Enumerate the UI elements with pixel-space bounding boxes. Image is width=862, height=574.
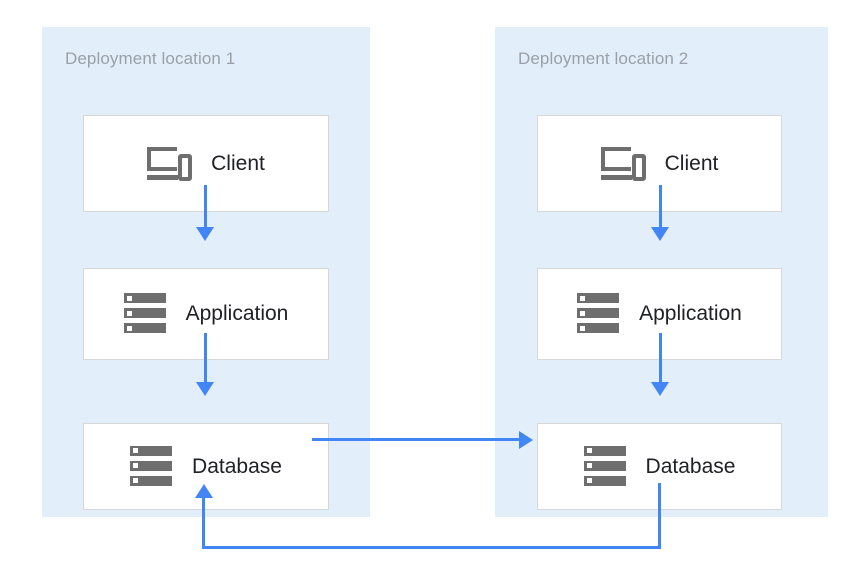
connector-client1-application1-line	[204, 185, 207, 228]
connector-database1-database2-arrowhead	[519, 431, 533, 449]
node-label-application-2: Application	[639, 302, 742, 325]
client-devices-icon	[600, 146, 647, 182]
connector-database2-database1-segment-up	[202, 497, 205, 549]
connector-application2-database2-arrowhead	[651, 382, 669, 396]
deployment-location-1-panel: Deployment location 1 Client Application…	[42, 27, 370, 517]
connector-client1-application1-arrowhead	[196, 227, 214, 241]
server-rack-icon	[123, 293, 168, 335]
node-application-2[interactable]: Application	[537, 268, 782, 360]
panel-title-location-2: Deployment location 2	[518, 49, 689, 68]
connector-application2-database2-line	[659, 333, 662, 383]
connector-database1-database2-line	[312, 438, 520, 441]
connector-client2-application2-line	[659, 185, 662, 228]
server-rack-icon	[583, 445, 628, 488]
connector-client2-application2-arrowhead	[651, 227, 669, 241]
node-label-client-2: Client	[664, 151, 719, 175]
node-label-database-1: Database	[192, 454, 282, 478]
connector-database2-database1-segment-down	[658, 483, 661, 549]
connector-application1-database1-arrowhead	[196, 382, 214, 396]
server-rack-icon	[577, 293, 621, 335]
node-label-database-2: Database	[645, 454, 736, 478]
server-rack-icon	[130, 445, 174, 488]
connector-database2-database1-segment-across	[202, 546, 661, 549]
client-devices-icon	[147, 146, 193, 182]
connector-database2-database1-arrowhead	[195, 484, 213, 498]
deployment-location-2-panel: Deployment location 2 Client Application…	[495, 27, 828, 517]
panel-title-location-1: Deployment location 1	[65, 49, 236, 68]
connector-application1-database1-line	[204, 333, 207, 383]
node-label-application-1: Application	[185, 302, 289, 325]
node-label-client-1: Client	[211, 151, 265, 175]
